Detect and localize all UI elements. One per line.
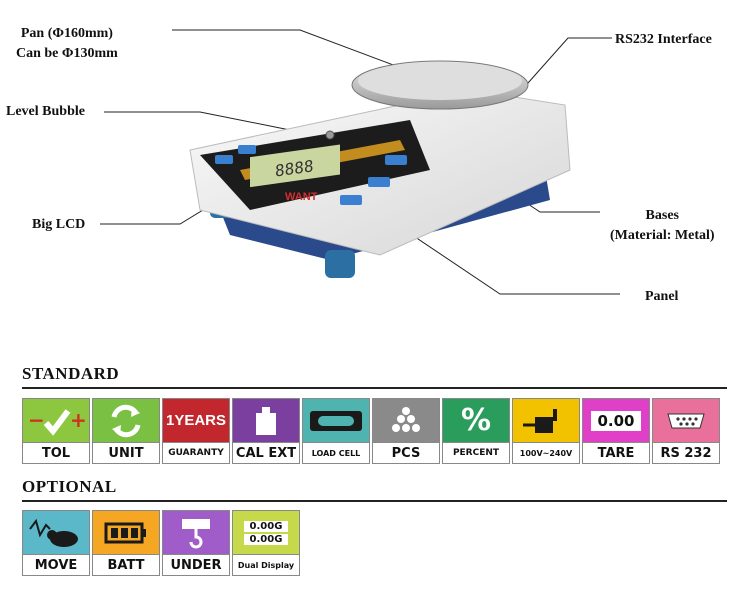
badge-move-label: MOVE (23, 554, 89, 575)
load-cell-icon (303, 399, 369, 442)
badge-pcs-label: PCS (373, 442, 439, 463)
badge-guaranty: 1YEARS GUARANTY (162, 398, 230, 464)
moving-animal-icon (23, 511, 89, 554)
big-lcd-callout: Big LCD (32, 217, 86, 232)
badge-tare-label: TARE (583, 442, 649, 463)
optional-divider (22, 500, 727, 502)
badge-unit-label: UNIT (93, 442, 159, 463)
cal-key[interactable] (368, 177, 390, 187)
tare-display-value: 0.00 (591, 410, 641, 431)
badge-voltage: 100V~240V (512, 398, 580, 464)
badge-dual-display-label: Dual Display (233, 554, 299, 575)
power-adapter-icon (513, 399, 579, 442)
panel-key-1[interactable] (215, 155, 233, 164)
standard-section-title: STANDARD (22, 364, 120, 383)
badge-tol-label: TOL (23, 442, 89, 463)
badge-load-cell-label: LOAD CELL (303, 442, 369, 463)
optional-section-title: OPTIONAL (22, 477, 117, 496)
badge-percent: % PERCENT (442, 398, 510, 464)
badge-pcs: PCS (372, 398, 440, 464)
bases-callout-line2: (Material: Metal) (610, 228, 715, 243)
tare-display-icon: 0.00 (583, 399, 649, 442)
tare-key[interactable] (385, 155, 407, 165)
bases-callout: Bases (Material: Metal) (610, 206, 715, 246)
percent-icon: % (443, 399, 509, 442)
badge-move: MOVE (22, 510, 90, 576)
panel-key-2[interactable] (238, 145, 256, 154)
badge-voltage-label: 100V~240V (513, 442, 579, 463)
battery-icon (93, 511, 159, 554)
serial-port-icon (653, 399, 719, 442)
scale-illustration: 8888 WANT (189, 60, 571, 278)
badge-tare: 0.00 TARE (582, 398, 650, 464)
dual-display-value-2: 0.00G (243, 533, 289, 545)
dual-display-icon: 0.00G 0.00G (233, 511, 299, 554)
badge-guaranty-label: GUARANTY (163, 442, 229, 463)
under-hook-icon (163, 511, 229, 554)
standard-divider (22, 387, 727, 389)
badge-load-cell: LOAD CELL (302, 398, 370, 464)
badge-batt-label: BATT (93, 554, 159, 575)
weight-icon (233, 399, 299, 442)
optional-badge-row: MOVE BATT UNDER 0.00G 0.00G Dual Display (22, 510, 300, 576)
mode-key[interactable] (340, 195, 362, 205)
pan-callout-line1: Pan (Φ160mm) (20, 26, 113, 41)
badge-percent-label: PERCENT (443, 442, 509, 463)
badge-rs232: RS 232 (652, 398, 720, 464)
svg-text:+: + (70, 408, 86, 432)
level-bubble-callout: Level Bubble (6, 104, 85, 119)
bases-callout-line1: Bases (645, 208, 679, 223)
guaranty-icon: 1YEARS (163, 399, 229, 442)
level-bubble (325, 130, 335, 140)
pcs-icon (373, 399, 439, 442)
badge-rs232-label: RS 232 (653, 442, 719, 463)
badge-unit: UNIT (92, 398, 160, 464)
badge-tol: −+ TOL (22, 398, 90, 464)
pan-callout-line2: Can be Φ130mm (16, 46, 118, 61)
badge-under: UNDER (162, 510, 230, 576)
badge-cal-ext-label: CAL EXT (233, 442, 299, 463)
badge-batt: BATT (92, 510, 160, 576)
panel-callout: Panel (645, 289, 679, 304)
svg-text:−: − (28, 408, 45, 432)
badge-dual-display: 0.00G 0.00G Dual Display (232, 510, 300, 576)
tol-icon: −+ (23, 399, 89, 442)
unit-icon (93, 399, 159, 442)
badge-under-label: UNDER (163, 554, 229, 575)
badge-cal-ext: CAL EXT (232, 398, 300, 464)
standard-badge-row: −+ TOL UNIT 1YEARS GUARANTY CAL EXT LOAD… (22, 398, 720, 464)
pan-callout: Pan (Φ160mm) Can be Φ130mm (16, 24, 118, 64)
lcd-screen (250, 144, 340, 188)
rs232-callout: RS232 Interface (615, 32, 712, 47)
brand-logo: WANT (285, 191, 318, 203)
scale-foot-front (325, 250, 355, 278)
dual-display-value-1: 0.00G (243, 520, 289, 532)
guaranty-years-text: 1YEARS (165, 412, 227, 429)
